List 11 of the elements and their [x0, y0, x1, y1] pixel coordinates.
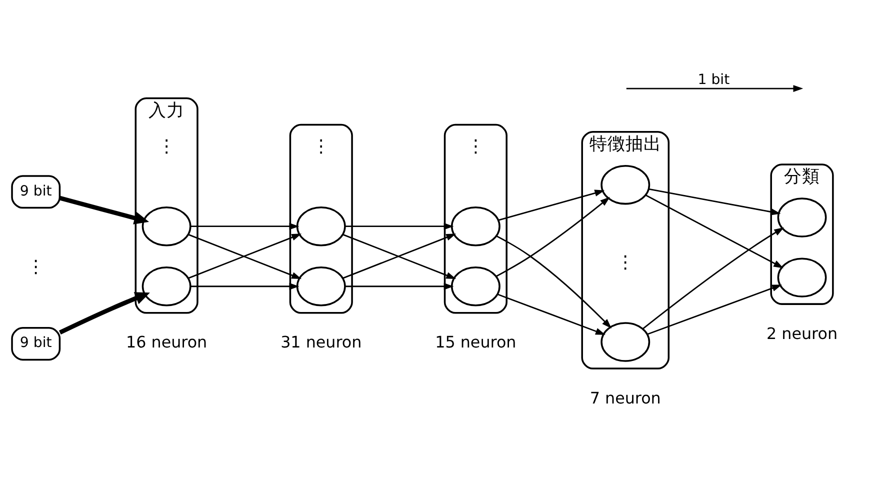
label: ⋮ [27, 256, 45, 277]
label: ⋮ [616, 252, 634, 272]
label: ⋮ [466, 136, 485, 157]
node-label: 2 neuron [766, 323, 838, 342]
node-label: 7 neuron [590, 388, 661, 407]
label: ⋮ [312, 136, 330, 157]
label: ⋮ [158, 136, 176, 157]
node-label: 31 neuron [280, 332, 362, 352]
node-label: 16 neuron [126, 332, 208, 352]
node-label: 15 neuron [435, 332, 516, 352]
legend-label: 1 bit [698, 71, 730, 88]
